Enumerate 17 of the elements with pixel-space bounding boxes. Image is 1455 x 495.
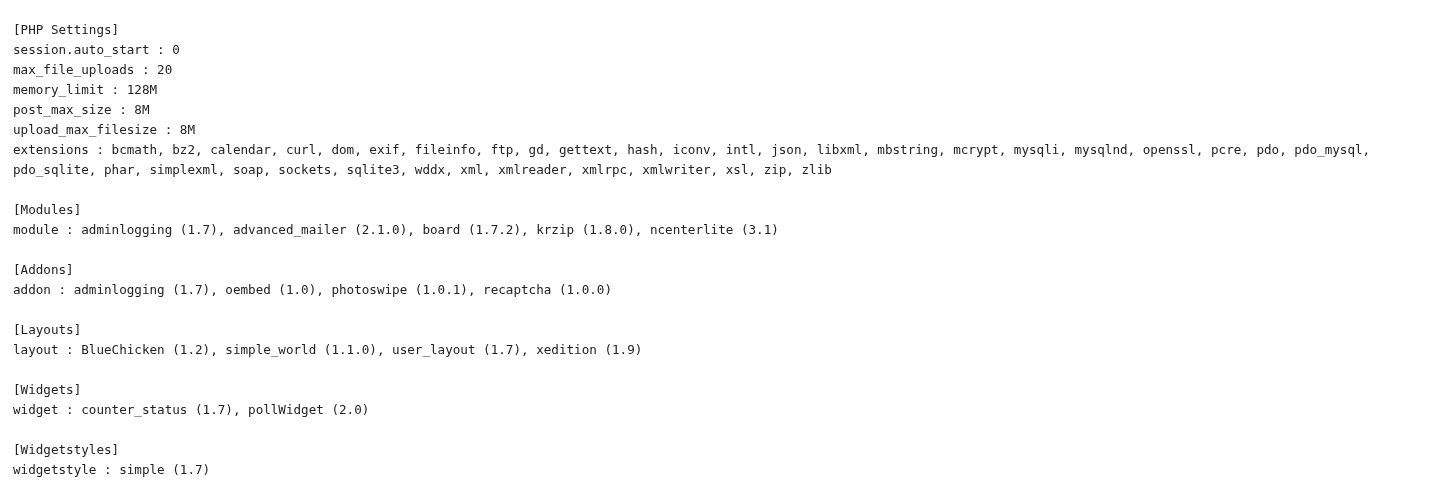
section-heading: [PHP Settings] [13, 21, 120, 39]
setting-line: widgetstyle : simple (1.7) [13, 461, 211, 479]
setting-line: post_max_size : 8M [13, 101, 150, 119]
section-heading: [Widgetstyles] [13, 441, 120, 459]
setting-line: extensions : bcmath, bz2, calendar, curl, dom, exif, fileinfo, ftp, gd, gettext, hash, iconv, intl, json, libxml, mbstring, mcrypt, mysqli, mysqlnd, openssl, pcre, pdo, pdo_mysql, pdo_sqlite, phar, simplexml, soap, sockets, sqlite3, wddx, xml, xmlreader, xmlrpc, xmlwriter, xsl, zip, zlib [13, 141, 1372, 179]
setting-line: session.auto_start : 0 [13, 41, 180, 59]
setting-line: layout : BlueChicken (1.2), simple_world (1.1.0), user_layout (1.7), xedition (1.9) [13, 341, 643, 359]
section-heading: [Modules] [13, 201, 82, 219]
section-heading: [Layouts] [13, 321, 82, 339]
section-heading: [Addons] [13, 261, 74, 279]
setting-line: addon : adminlogging (1.7), oembed (1.0), photoswipe (1.0.1), recaptcha (1.0.0) [13, 281, 612, 299]
setting-line: module : adminlogging (1.7), advanced_mailer (2.1.0), board (1.7.2), krzip (1.8.0), ncenterlite (3.1) [13, 221, 779, 239]
setting-line: max_file_uploads : 20 [13, 61, 173, 79]
setting-line: memory_limit : 128M [13, 81, 158, 99]
setting-line: upload_max_filesize : 8M [13, 121, 195, 139]
section-heading: [Widgets] [13, 381, 82, 399]
setting-line: widget : counter_status (1.7), pollWidget (2.0) [13, 401, 370, 419]
